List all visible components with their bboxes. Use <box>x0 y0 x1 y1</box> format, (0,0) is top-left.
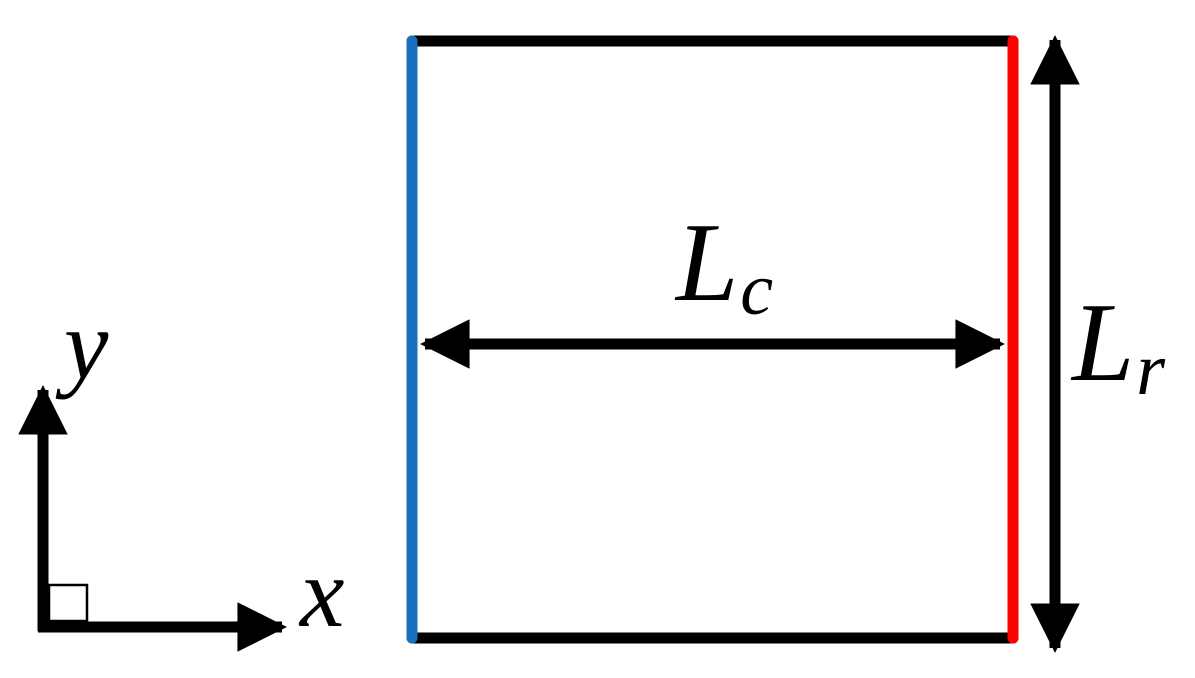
horizontal-dimension-base: L <box>674 201 738 325</box>
horizontal-dimension-label: Lc <box>674 201 773 331</box>
y-axis-label: y <box>55 289 109 400</box>
vertical-dimension-base: L <box>1070 281 1134 405</box>
vertical-dimension-label: Lr <box>1070 281 1166 411</box>
coordinate-axes <box>18 385 287 652</box>
right-angle-marker <box>47 583 89 623</box>
horizontal-dimension-subscript: c <box>740 249 773 331</box>
x-axis-label: x <box>298 537 344 648</box>
vertical-dimension-subscript: r <box>1136 329 1166 411</box>
